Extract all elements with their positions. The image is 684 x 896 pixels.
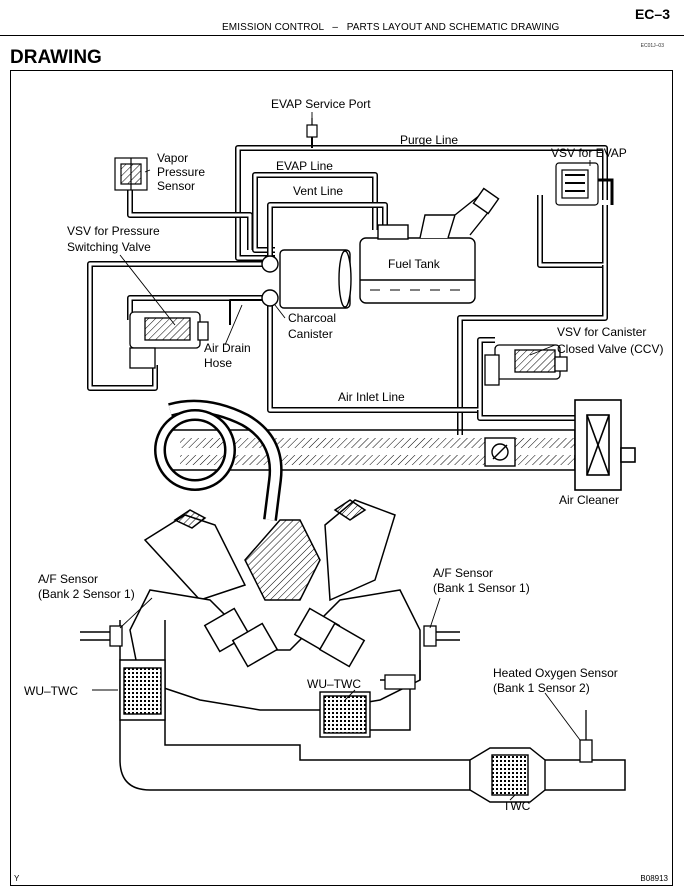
- label-heated-oxygen-sensor-1: Heated Oxygen Sensor: [493, 666, 618, 680]
- label-heated-oxygen-sensor-2: (Bank 1 Sensor 2): [493, 681, 590, 695]
- label-vent-line: Vent Line: [293, 184, 343, 198]
- label-vapor-pressure-sensor-1: Vapor: [157, 151, 188, 165]
- label-charcoal-canister-2: Canister: [288, 327, 333, 341]
- intake-duct: [154, 399, 576, 521]
- figure-code: B08913: [640, 874, 668, 883]
- label-air-drain-hose-1: Air Drain: [204, 341, 251, 355]
- charcoal-canister-icon: [261, 249, 352, 309]
- leader-lines: [92, 112, 591, 801]
- corner-mark: Y: [14, 874, 20, 883]
- label-evap-service-port: EVAP Service Port: [271, 97, 371, 111]
- header-rule: [0, 35, 684, 36]
- vsv-pressure-switching-icon: [129, 311, 209, 369]
- page-title: DRAWING: [10, 47, 102, 68]
- wu-twc-left-icon: [119, 659, 166, 721]
- label-wu-twc-left: WU–TWC: [24, 684, 78, 698]
- label-vapor-pressure-sensor-2: Pressure: [157, 165, 205, 179]
- document-code: EC01J–03: [640, 43, 664, 49]
- label-evap-line: EVAP Line: [276, 159, 333, 173]
- label-vsv-pressure-switching-2: Switching Valve: [67, 240, 151, 254]
- label-vsv-ccv-2: Closed Valve (CCV): [557, 342, 663, 356]
- label-air-drain-hose-2: Hose: [204, 356, 232, 370]
- label-charcoal-canister-1: Charcoal: [288, 311, 336, 325]
- label-vsv-for-evap: VSV for EVAP: [551, 146, 627, 160]
- label-vsv-ccv-1: VSV for Canister: [557, 325, 646, 339]
- label-air-inlet-line: Air Inlet Line: [338, 390, 405, 404]
- label-air-cleaner: Air Cleaner: [559, 493, 619, 507]
- page-number: EC–3: [634, 6, 670, 22]
- air-cleaner-icon: [574, 399, 636, 491]
- label-af-sensor-bank1-2: (Bank 1 Sensor 1): [433, 581, 530, 595]
- label-vapor-pressure-sensor-3: Sensor: [157, 179, 195, 193]
- drawing-frame: [10, 70, 673, 886]
- label-af-sensor-bank2-1: A/F Sensor: [38, 572, 98, 586]
- label-af-sensor-bank1-1: A/F Sensor: [433, 566, 493, 580]
- vsv-ccv-icon: [484, 344, 568, 386]
- engine-block: [129, 499, 421, 711]
- label-wu-twc-center: WU–TWC: [307, 677, 361, 691]
- wu-twc-center-icon: [319, 691, 371, 738]
- label-fuel-tank: Fuel Tank: [388, 257, 441, 271]
- label-vsv-pressure-switching-1: VSV for Pressure: [67, 224, 160, 238]
- throttle-body-icon: [484, 437, 516, 467]
- vapor-pressure-sensor-icon: [114, 157, 148, 191]
- diagram-labels: EVAP Service Port Purge Line VSV for EVA…: [24, 97, 663, 813]
- fuel-tank-icon: [359, 187, 500, 304]
- twc-icon: [469, 747, 546, 803]
- label-purge-line: Purge Line: [400, 133, 458, 147]
- evap-service-port-icon: [306, 118, 318, 138]
- vsv-evap-icon: [555, 162, 614, 206]
- sensor-icons: [109, 625, 593, 763]
- section-title: EMISSION CONTROL – PARTS LAYOUT AND SCHE…: [222, 22, 560, 33]
- label-twc: TWC: [503, 799, 531, 813]
- label-af-sensor-bank2-2: (Bank 2 Sensor 1): [38, 587, 135, 601]
